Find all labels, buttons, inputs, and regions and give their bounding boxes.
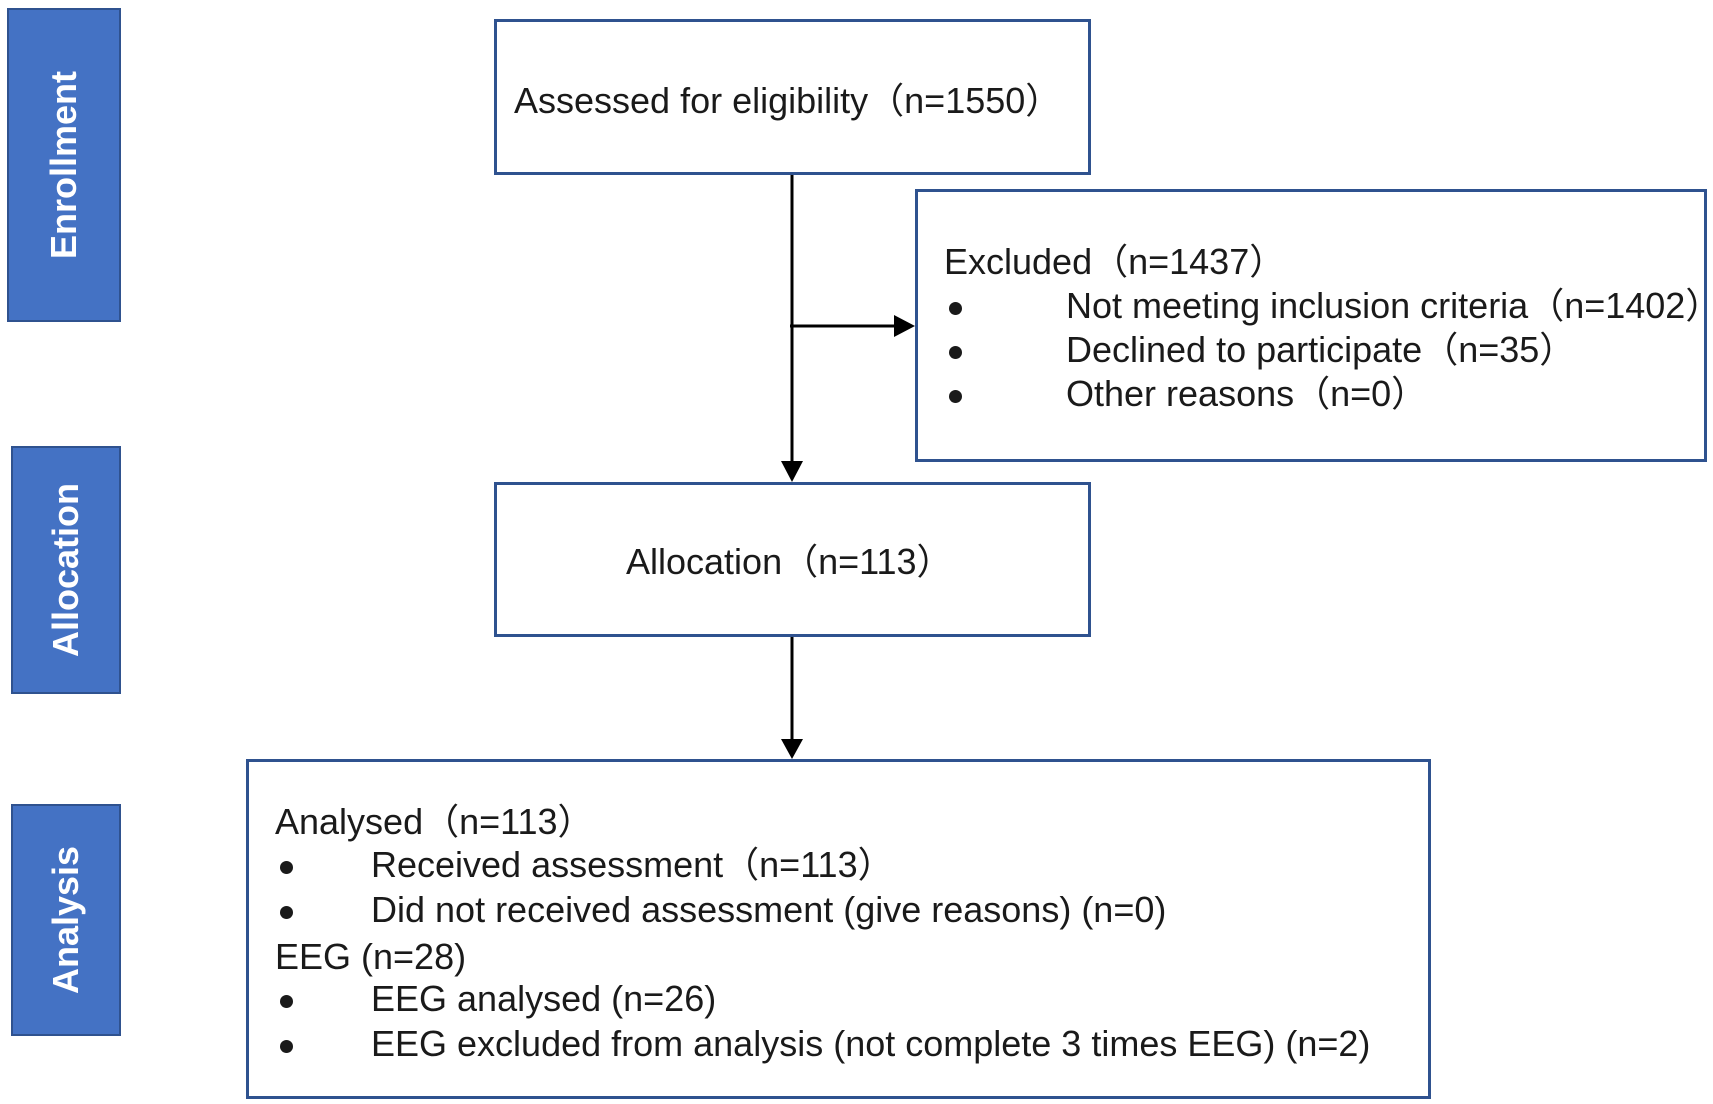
- assessed-box: Assessed for eligibility（n=1550）: [494, 19, 1091, 175]
- excluded-item-text: Not meeting inclusion criteria（n=1402）: [1066, 285, 1713, 326]
- allocation-text: Allocation（n=113）: [626, 541, 953, 582]
- analysed-title: Analysed（n=113）: [275, 801, 594, 842]
- bullet-icon: [949, 302, 962, 315]
- stage-enrollment: Enrollment: [7, 8, 121, 322]
- bullet-icon: [280, 906, 293, 919]
- bullet-icon: [949, 390, 962, 403]
- allocation-box: Allocation（n=113）: [494, 482, 1091, 637]
- stage-allocation: Allocation: [11, 446, 121, 694]
- excluded-item-text: Declined to participate（n=35）: [1066, 329, 1576, 370]
- stage-analysis: Analysis: [11, 804, 121, 1036]
- analysed-item-text: Received assessment（n=113）: [371, 844, 894, 885]
- excluded-arrowhead: [894, 315, 915, 337]
- excluded-box: Excluded（n=1437） Not meeting inclusion c…: [915, 189, 1713, 462]
- excluded-title: Excluded（n=1437）: [944, 241, 1286, 282]
- eeg-item-text: EEG analysed (n=26): [371, 978, 717, 1019]
- bullet-icon: [280, 1040, 293, 1053]
- allocation-arrowhead: [781, 461, 803, 482]
- bullet-icon: [280, 861, 293, 874]
- bullet-icon: [280, 995, 293, 1008]
- eeg-title: EEG (n=28): [275, 936, 467, 977]
- analysed-item-text: Did not received assessment (give reason…: [371, 889, 1167, 930]
- assessed-text: Assessed for eligibility（n=1550）: [514, 80, 1062, 121]
- excluded-item-text: Other reasons（n=0）: [1066, 373, 1428, 414]
- analysed-arrowhead: [781, 739, 803, 759]
- bullet-icon: [949, 346, 962, 359]
- analysed-box: Analysed（n=113） Received assessment（n=11…: [246, 759, 1431, 1099]
- eeg-item-text: EEG excluded from analysis (not complete…: [371, 1023, 1371, 1064]
